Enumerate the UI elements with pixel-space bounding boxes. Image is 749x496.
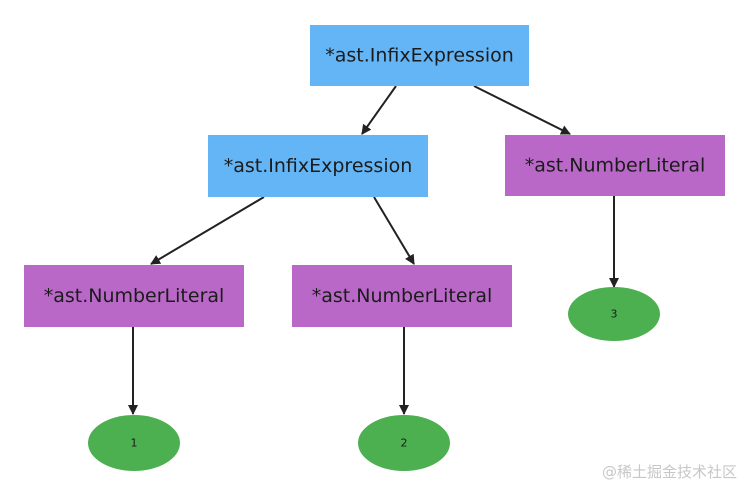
node-literal-a-label: *ast.NumberLiteral	[44, 285, 225, 307]
node-left-infix: *ast.InfixExpression	[208, 135, 428, 197]
node-root-label: *ast.InfixExpression	[325, 45, 514, 67]
watermark-text: @稀土掘金技术社区	[601, 463, 737, 481]
node-value-2-ellipse	[358, 415, 450, 471]
node-right-literal-box	[505, 135, 725, 196]
node-literal-a: *ast.NumberLiteral	[24, 265, 244, 327]
node-value-3-label: 3	[611, 308, 618, 321]
edges	[128, 85, 619, 415]
edge-left-infix-literal-b	[373, 196, 415, 265]
node-left-infix-box	[208, 135, 428, 197]
node-right-literal: *ast.NumberLiteral	[505, 135, 725, 196]
node-value-1-label: 1	[131, 437, 138, 450]
node-value-1: 1	[88, 415, 180, 471]
node-value-2-label: 2	[401, 437, 408, 450]
edge-root-left-infix	[361, 85, 397, 135]
node-literal-b-label: *ast.NumberLiteral	[312, 285, 493, 307]
node-right-literal-label: *ast.NumberLiteral	[525, 155, 706, 177]
node-value-3-ellipse	[568, 287, 660, 341]
node-literal-b-box	[292, 265, 512, 327]
node-value-3: 3	[568, 287, 660, 341]
node-root-box	[310, 25, 529, 86]
node-value-2: 2	[358, 415, 450, 471]
node-left-infix-label: *ast.InfixExpression	[224, 155, 413, 177]
edge-root-right-literal	[473, 85, 571, 135]
node-value-1-ellipse	[88, 415, 180, 471]
node-literal-b: *ast.NumberLiteral	[292, 265, 512, 327]
node-literal-a-box	[24, 265, 244, 327]
node-root: *ast.InfixExpression	[310, 25, 529, 86]
edge-left-infix-literal-a	[150, 196, 265, 265]
